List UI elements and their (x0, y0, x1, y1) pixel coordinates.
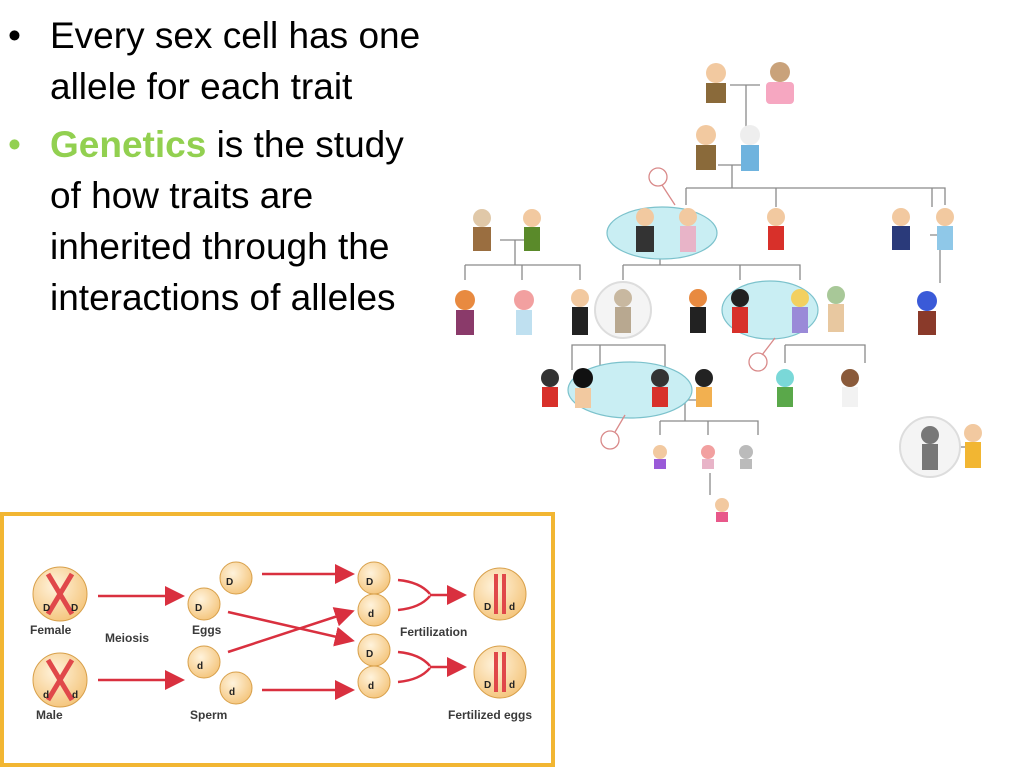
person-figure (514, 290, 534, 335)
female-label: Female (30, 623, 72, 637)
allele-label: d (72, 690, 78, 701)
person-figure (473, 209, 491, 251)
gamete-pairs: D d D d (357, 561, 391, 699)
person-figure (696, 125, 716, 170)
male-label: Male (36, 708, 63, 722)
person-figure (706, 63, 726, 103)
person-figure (679, 208, 697, 252)
family-tree-connectors (464, 84, 970, 495)
allele-label: d (43, 690, 49, 701)
person-figure (740, 125, 760, 171)
person-figure (921, 426, 939, 470)
allele-label: D (484, 602, 491, 613)
meiosis-fertilization-diagram: D D Female d d Male Meiosis D D Eggs d d… (0, 512, 555, 767)
meiosis-label: Meiosis (105, 631, 149, 645)
person-figure (651, 369, 669, 407)
person-figure (791, 289, 809, 333)
people (455, 62, 982, 522)
allele-label: d (368, 681, 374, 692)
person-figure (689, 289, 707, 333)
person-figure (636, 208, 654, 252)
bullet-dot: • (8, 124, 21, 165)
diagram-frame (0, 512, 555, 767)
allele-label: D (226, 577, 233, 588)
ring-markers (600, 167, 776, 450)
person-figure (715, 498, 729, 522)
allele-label: d (197, 661, 203, 672)
person-figure (766, 62, 794, 104)
person-figure (936, 208, 954, 250)
allele-label: D (71, 603, 78, 614)
person-figure (523, 209, 541, 251)
allele-label: d (509, 602, 515, 613)
genetics-term: Genetics (50, 124, 207, 165)
bullet-item-genetics: • Genetics is the study of how traits ar… (6, 119, 426, 323)
person-figure (964, 424, 982, 468)
person-figure (731, 289, 749, 333)
sperm-label: Sperm (190, 708, 227, 722)
person-figure (573, 368, 593, 408)
fertilized-egg-dd: D d (473, 567, 527, 621)
eggs-label: Eggs (192, 623, 222, 637)
person-figure (892, 208, 910, 250)
person-figure (841, 369, 859, 407)
egg-cells: D D (187, 561, 253, 621)
fertilized-eggs-label: Fertilized eggs (448, 708, 532, 722)
person-figure (739, 445, 753, 469)
bullet-item-sex-cells: • Every sex cell has one allele for each… (6, 10, 426, 112)
person-figure (776, 369, 794, 407)
allele-label: D (195, 603, 202, 614)
allele-label: d (229, 687, 235, 698)
allele-label: D (366, 649, 373, 660)
male-parent-cell: d d (32, 652, 88, 708)
meiosis-arrows (98, 586, 185, 690)
family-tree-illustration (455, 62, 982, 522)
bullet-text: Every sex cell has one allele for each t… (50, 15, 421, 107)
person-figure (455, 290, 475, 335)
person-figure (767, 208, 785, 250)
bullet-list: • Every sex cell has one allele for each… (6, 10, 426, 330)
person-figure (917, 291, 937, 335)
bullet-dot: • (8, 15, 21, 56)
female-parent-cell: D D (32, 566, 88, 622)
bullet-text: is the study of how traits are inherited… (50, 124, 404, 318)
fertilized-egg-dd-2: D d (473, 645, 527, 699)
fertilization-label: Fertilization (400, 625, 467, 639)
allele-label: d (368, 609, 374, 620)
person-figure (701, 445, 715, 469)
person-figure (695, 369, 713, 407)
person-figure (541, 369, 559, 407)
allele-label: D (43, 603, 50, 614)
allele-label: D (366, 577, 373, 588)
gamete-arrows (227, 564, 355, 700)
person-figure (827, 286, 845, 332)
sperm-cells: d d (187, 645, 253, 705)
person-figure (614, 289, 632, 333)
person-figure (653, 445, 667, 469)
allele-label: D (484, 680, 491, 691)
person-figure (571, 289, 589, 335)
fertilization-arrows (397, 578, 467, 684)
allele-label: d (509, 680, 515, 691)
